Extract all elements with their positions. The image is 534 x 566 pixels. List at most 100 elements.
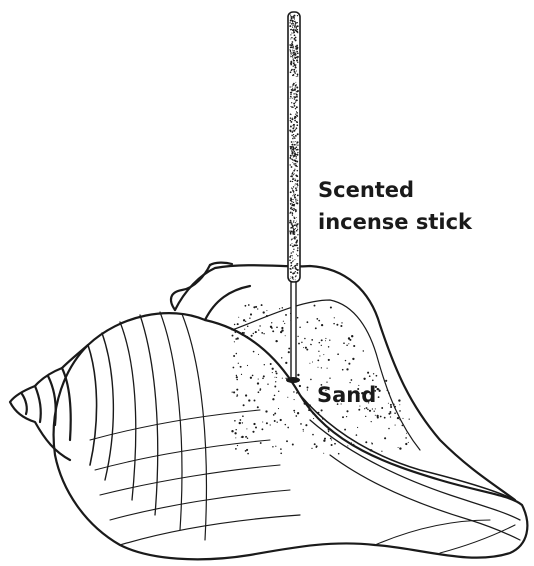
incense-speck [290,52,292,54]
incense-speck [294,238,296,240]
sand-grain [266,310,267,311]
sand-grain [337,353,339,355]
incense-speck [292,172,293,173]
incense-speck [297,227,298,228]
incense-speck [295,189,297,191]
incense-speck [292,255,293,256]
sand-grain [311,448,312,449]
sand-grain [236,394,238,396]
sand-grain [262,378,264,380]
sand-grain [245,321,246,322]
incense-speck [294,72,295,73]
sand-grain [312,434,314,436]
incense-speck [295,174,297,176]
sand-grain [253,306,255,308]
incense-speck [295,244,297,246]
incense-speck [293,279,294,280]
incense-speck [297,149,299,151]
incense-speck [296,221,297,222]
sand-grain [247,437,248,438]
incense-speck [290,117,292,119]
sand-grain [317,367,318,368]
sand-grain [363,350,364,351]
sand-grain [263,311,265,313]
incense-speck [293,48,294,49]
sand-grain [365,416,366,417]
incense-speck [295,30,296,31]
incense-speck [290,61,292,63]
sand-grain [254,400,256,402]
incense-speck [295,141,296,142]
sand-grain [328,346,329,347]
incense-speck [290,155,292,157]
sand-grain [234,324,235,325]
incense-speck [294,259,295,260]
sand-grain [247,325,249,327]
incense-speck [295,93,296,94]
incense-speck [296,209,297,210]
sand-grain [275,446,276,447]
incense-speck [292,21,293,22]
incense-speck [293,186,295,188]
incense-speck [297,48,298,49]
incense-speck [294,120,296,122]
sand-grain [236,389,238,391]
incense-speck [291,16,293,18]
incense-speck [293,220,294,221]
sand-grain [334,317,335,318]
label-incense-line2: incense stick [318,210,473,234]
sand-grain [304,402,306,404]
sand-grain [319,342,321,344]
sand-grain [405,443,407,445]
incense-speck [293,124,295,126]
sand-grain [333,323,335,325]
incense-speck [293,238,294,239]
sand-grain [347,445,348,446]
incense-speck [291,239,292,240]
sand-grain [234,420,236,422]
incense-speck [292,267,294,269]
sand-grain [322,418,324,420]
sand-grain [257,308,258,309]
sand-grain [330,438,332,440]
incense-speck [294,152,296,154]
incense-speck [297,247,299,249]
sand-grain [298,343,300,345]
sand-grain [399,447,401,449]
sand-grain [376,375,378,377]
incense-speck [296,217,297,218]
incense-speck [295,55,296,56]
incense-speck [295,200,296,201]
incense-speck [290,244,292,246]
sand-grain [369,375,371,377]
sand-grain [294,399,295,400]
sand-grain [398,447,399,448]
incense-speck [289,130,290,131]
incense-speck [297,234,298,235]
sand-grain [242,335,243,336]
incense-speck [290,15,291,16]
incense-speck [293,208,294,209]
sand-grain [385,380,387,382]
sand-grain [272,446,274,448]
incense-speck [291,37,292,38]
sand-grain [325,338,326,339]
sand-grain [297,412,299,414]
sand-grain [341,322,342,323]
sand-grain [272,372,273,373]
sand-grain [348,448,349,449]
incense-speck [297,187,298,188]
incense-speck [292,276,294,278]
sand-grain [294,412,295,413]
incense-speck [292,261,293,262]
incense-speck [293,260,294,261]
incense-speck [293,191,294,192]
incense-speck [297,170,299,172]
incense-speck [293,272,295,274]
incense-speck [293,103,295,105]
sand-grain [324,438,326,440]
sand-grain [253,423,255,425]
incense-speck [289,260,291,262]
incense-speck [290,227,291,228]
sand-grain [279,308,280,309]
